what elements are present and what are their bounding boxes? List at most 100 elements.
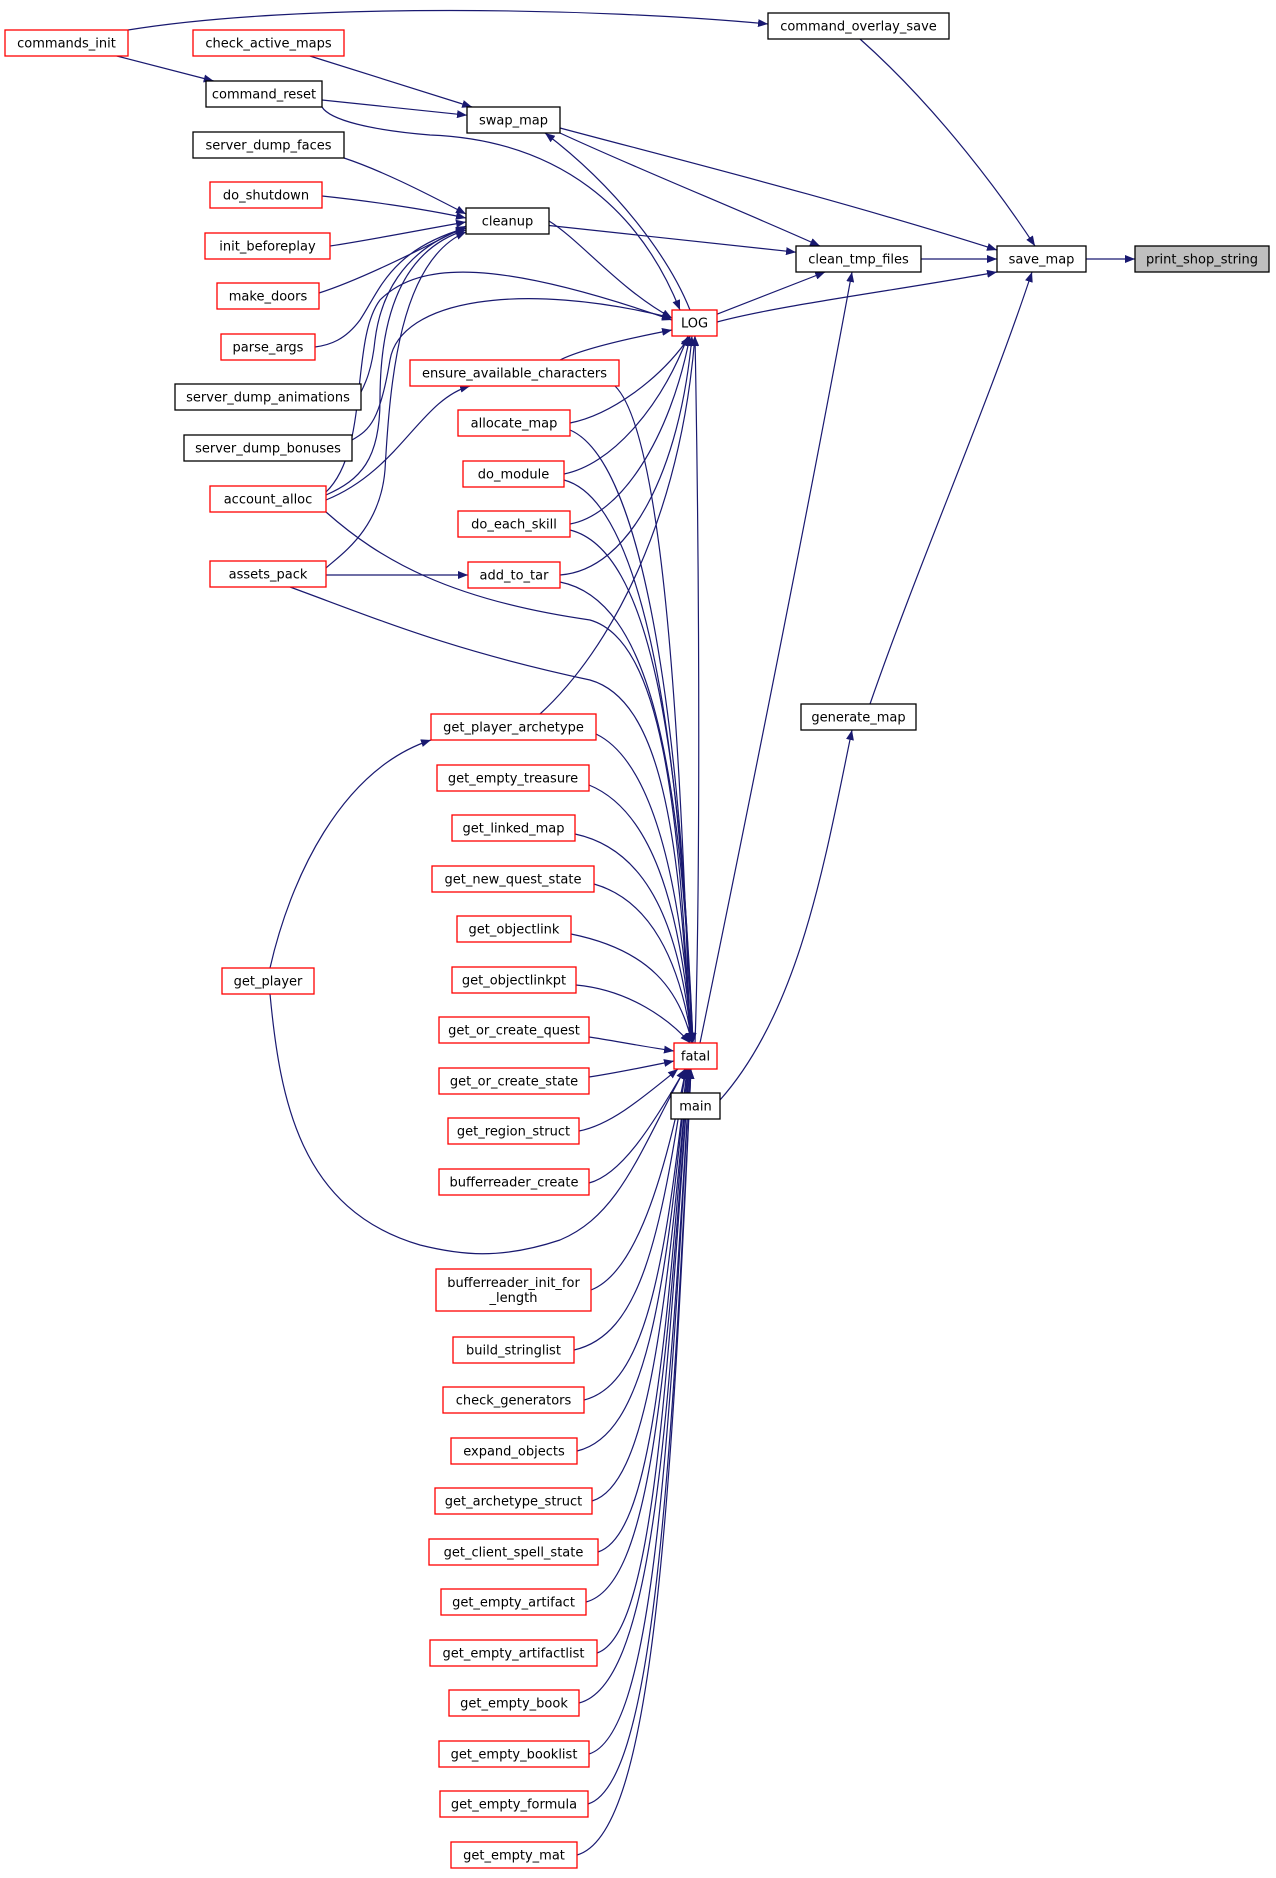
node-check_generators[interactable]: check_generators [442,1386,585,1414]
node-box-get_empty_book[interactable] [448,1689,580,1717]
node-box-save_map[interactable] [996,245,1087,273]
node-box-get_empty_treasure[interactable] [436,764,590,792]
node-generate_map[interactable]: generate_map [800,703,917,731]
node-box-bufferreader_init_for_length[interactable] [435,1268,592,1312]
node-expand_objects[interactable]: expand_objects [450,1437,578,1465]
node-box-allocate_map[interactable] [457,409,571,437]
node-fatal[interactable]: fatal [673,1042,718,1070]
node-box-parse_args[interactable] [220,333,316,361]
node-box-bufferreader_create[interactable] [438,1168,590,1196]
node-box-generate_map[interactable] [800,703,917,731]
node-allocate_map[interactable]: allocate_map [457,409,571,437]
node-do_shutdown[interactable]: do_shutdown [209,181,323,209]
node-box-get_player[interactable] [221,967,315,995]
node-box-init_beforeplay[interactable] [204,232,331,260]
node-box-get_region_struct[interactable] [447,1117,580,1145]
node-get_new_quest_state[interactable]: get_new_quest_state [431,865,595,893]
node-box-check_active_maps[interactable] [192,29,345,57]
node-box-server_dump_faces[interactable] [192,131,345,159]
node-main[interactable]: main [670,1092,721,1120]
node-box-cleanup[interactable] [465,207,550,235]
node-get_empty_booklist[interactable]: get_empty_booklist [438,1740,590,1768]
node-swap_map[interactable]: swap_map [466,106,561,134]
node-box-get_new_quest_state[interactable] [431,865,595,893]
node-box-get_objectlinkpt[interactable] [451,966,577,994]
node-box-get_client_spell_state[interactable] [428,1538,599,1566]
node-command_overlay_save[interactable]: command_overlay_save [767,12,950,40]
node-server_dump_faces[interactable]: server_dump_faces [192,131,345,159]
node-box-check_generators[interactable] [442,1386,585,1414]
node-account_alloc[interactable]: account_alloc [209,485,327,513]
node-make_doors[interactable]: make_doors [216,282,320,310]
node-init_beforeplay[interactable]: init_beforeplay [204,232,331,260]
node-command_reset[interactable]: command_reset [205,80,323,108]
node-get_empty_artifact[interactable]: get_empty_artifact [440,1588,587,1616]
node-box-get_empty_mat[interactable] [450,1841,578,1869]
node-get_objectlink[interactable]: get_objectlink [456,915,572,943]
node-box-get_archetype_struct[interactable] [434,1487,593,1515]
node-get_region_struct[interactable]: get_region_struct [447,1117,580,1145]
node-cleanup[interactable]: cleanup [465,207,550,235]
node-box-swap_map[interactable] [466,106,561,134]
node-get_empty_treasure[interactable]: get_empty_treasure [436,764,590,792]
node-box-build_stringlist[interactable] [452,1336,575,1364]
node-box-get_empty_artifact[interactable] [440,1588,587,1616]
node-save_map[interactable]: save_map [996,245,1087,273]
node-check_active_maps[interactable]: check_active_maps [192,29,345,57]
node-assets_pack[interactable]: assets_pack [209,560,327,588]
node-box-ensure_available_characters[interactable] [409,359,620,387]
node-box-do_each_skill[interactable] [457,510,571,538]
node-box-get_player_archetype[interactable] [430,713,597,741]
node-get_empty_mat[interactable]: get_empty_mat [450,1841,578,1869]
node-box-LOG[interactable] [671,309,718,337]
node-bufferreader_create[interactable]: bufferreader_create [438,1168,590,1196]
node-box-do_shutdown[interactable] [209,181,323,209]
node-bufferreader_init_for_length[interactable]: bufferreader_init_for_length [435,1268,592,1312]
node-box-get_empty_formula[interactable] [439,1790,589,1818]
node-server_dump_bonuses[interactable]: server_dump_bonuses [183,434,353,462]
node-get_client_spell_state[interactable]: get_client_spell_state [428,1538,599,1566]
node-ensure_available_characters[interactable]: ensure_available_characters [409,359,620,387]
node-get_player_archetype[interactable]: get_player_archetype [430,713,597,741]
node-get_linked_map[interactable]: get_linked_map [451,814,576,842]
node-box-server_dump_bonuses[interactable] [183,434,353,462]
node-get_or_create_quest[interactable]: get_or_create_quest [438,1016,590,1044]
node-box-do_module[interactable] [462,460,565,488]
node-box-get_or_create_quest[interactable] [438,1016,590,1044]
node-do_each_skill[interactable]: do_each_skill [457,510,571,538]
node-do_module[interactable]: do_module [462,460,565,488]
node-box-add_to_tar[interactable] [467,561,561,589]
node-box-clean_tmp_files[interactable] [795,245,922,273]
node-box-commands_init[interactable] [4,29,129,57]
node-box-expand_objects[interactable] [450,1437,578,1465]
node-get_archetype_struct[interactable]: get_archetype_struct [434,1487,593,1515]
node-box-get_empty_artifactlist[interactable] [429,1639,598,1667]
node-box-get_empty_booklist[interactable] [438,1740,590,1768]
node-get_player[interactable]: get_player [221,967,315,995]
node-server_dump_animations[interactable]: server_dump_animations [174,383,362,411]
node-commands_init[interactable]: commands_init [4,29,129,57]
node-get_objectlinkpt[interactable]: get_objectlinkpt [451,966,577,994]
node-get_empty_formula[interactable]: get_empty_formula [439,1790,589,1818]
node-box-get_objectlink[interactable] [456,915,572,943]
node-box-account_alloc[interactable] [209,485,327,513]
node-box-print_shop_string[interactable] [1134,245,1270,273]
node-box-get_linked_map[interactable] [451,814,576,842]
node-print_shop_string[interactable]: print_shop_string [1134,245,1270,273]
node-box-assets_pack[interactable] [209,560,327,588]
node-LOG[interactable]: LOG [671,309,718,337]
node-box-fatal[interactable] [673,1042,718,1070]
node-build_stringlist[interactable]: build_stringlist [452,1336,575,1364]
node-box-make_doors[interactable] [216,282,320,310]
node-add_to_tar[interactable]: add_to_tar [467,561,561,589]
node-box-get_or_create_state[interactable] [438,1067,590,1095]
node-box-main[interactable] [670,1092,721,1120]
node-box-command_reset[interactable] [205,80,323,108]
node-parse_args[interactable]: parse_args [220,333,316,361]
node-get_empty_artifactlist[interactable]: get_empty_artifactlist [429,1639,598,1667]
node-box-command_overlay_save[interactable] [767,12,950,40]
node-clean_tmp_files[interactable]: clean_tmp_files [795,245,922,273]
node-box-server_dump_animations[interactable] [174,383,362,411]
node-get_empty_book[interactable]: get_empty_book [448,1689,580,1717]
node-get_or_create_state[interactable]: get_or_create_state [438,1067,590,1095]
